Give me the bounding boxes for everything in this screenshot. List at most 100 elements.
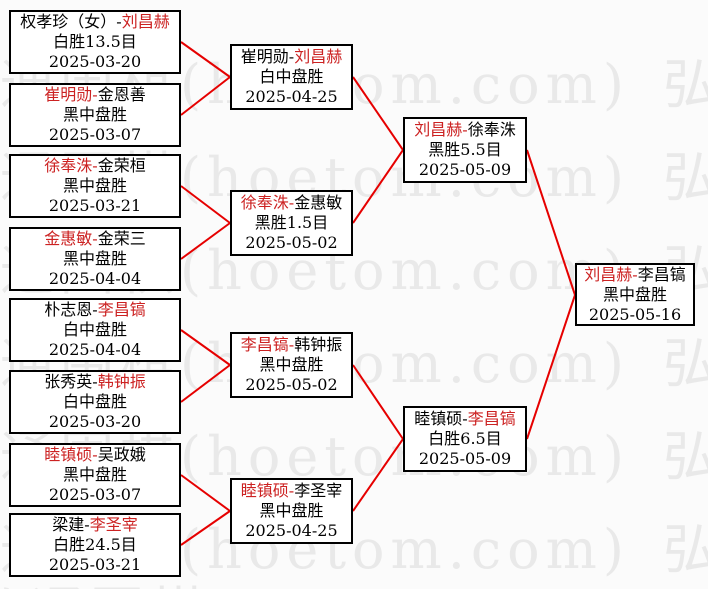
match-result: 黑胜5.5目 [428, 140, 502, 159]
vs-dash: - [92, 156, 98, 175]
connector-line [352, 438, 404, 512]
vs-dash: - [632, 264, 638, 284]
match-players: 刘昌赫-李昌镐 [584, 265, 685, 285]
vs-dash: - [462, 409, 468, 428]
player1-name: 徐奉洙 [240, 193, 289, 212]
match-box-r2-4: 睦镇硕-李圣宰 黑中盘胜 2025-04-25 [230, 478, 353, 544]
match-date: 2025-05-16 [588, 304, 682, 324]
vs-dash: - [92, 229, 98, 248]
player2-name: 李昌镐 [467, 409, 516, 428]
match-date: 2025-04-04 [48, 340, 142, 359]
player1-name: 梁建 [52, 515, 85, 534]
match-result: 黑中盘胜 [259, 501, 324, 520]
match-result: 黑胜1.5目 [254, 213, 329, 232]
match-date: 2025-03-07 [48, 125, 142, 144]
match-players: 睦镇硕-李圣宰 [241, 481, 342, 501]
vs-dash: - [288, 193, 295, 212]
match-result: 黑中盘胜 [259, 355, 324, 374]
player1-name: 张秀英 [44, 372, 93, 391]
connector-line [526, 294, 576, 440]
connector-line [180, 185, 231, 224]
match-box-sf-1: 刘昌赫-徐奉洙 黑胜5.5目 2025-05-09 [403, 117, 527, 183]
player2-name: 李圣宰 [89, 515, 138, 534]
connector-line [180, 222, 231, 260]
player1-name: 睦镇硕 [240, 481, 289, 500]
connector-line [180, 510, 231, 546]
match-box-r2-1: 崔明勋-刘昌赫 白中盘胜 2025-04-25 [230, 44, 353, 110]
match-result: 白胜13.5目 [53, 32, 137, 51]
match-result: 白中盘胜 [62, 392, 127, 411]
player1-name: 睦镇硕 [44, 445, 93, 464]
match-box-r1-8: 梁建-李圣宰 白胜24.5目 2025-03-21 [9, 513, 181, 577]
player2-name: 刘昌赫 [294, 47, 343, 66]
connector-line [180, 329, 231, 366]
connector-line [180, 41, 231, 78]
match-players: 梁建-李圣宰 [52, 515, 137, 535]
match-date: 2025-05-09 [418, 449, 512, 468]
match-players: 朴志恩-李昌镐 [44, 300, 145, 320]
vs-dash: - [288, 481, 295, 500]
vs-dash: - [92, 300, 98, 319]
match-players: 张秀英-韩钟振 [44, 372, 145, 392]
connector-line [526, 149, 576, 296]
match-box-r1-4: 金惠敏-金荣三 黑中盘胜 2025-04-04 [9, 227, 181, 291]
match-box-r2-2: 徐奉洙-金惠敏 黑胜1.5目 2025-05-02 [230, 190, 353, 256]
player1-name: 徐奉洙 [44, 156, 93, 175]
player2-name: 金荣桓 [97, 156, 146, 175]
match-box-r2-3: 李昌镐-韩钟振 黑中盘胜 2025-05-02 [230, 332, 353, 398]
vs-dash: - [92, 445, 98, 464]
match-result: 白胜24.5目 [53, 535, 137, 554]
player2-name: 韩钟振 [294, 335, 343, 354]
player2-name: 刘昌赫 [121, 12, 170, 31]
connector-line [180, 76, 231, 116]
player1-name: 朴志恩 [44, 300, 93, 319]
match-result: 白中盘胜 [259, 67, 324, 86]
player1-name: 金惠敏 [44, 229, 93, 248]
match-box-r1-3: 徐奉洙-金荣桓 黑中盘胜 2025-03-21 [9, 154, 181, 218]
vs-dash: - [92, 85, 98, 104]
match-result: 白中盘胜 [62, 320, 127, 339]
match-date: 2025-04-04 [48, 269, 142, 288]
player2-name: 金恩善 [97, 85, 146, 104]
connector-line [352, 149, 404, 224]
match-date: 2025-04-25 [245, 87, 338, 106]
player1-name: 刘昌赫 [584, 264, 633, 284]
vs-dash: - [84, 515, 90, 534]
match-players: 睦镇硕-吴政娥 [44, 445, 145, 465]
player2-name: 李昌镐 [97, 300, 146, 319]
player2-name: 徐奉洙 [467, 120, 516, 139]
match-box-r1-5: 朴志恩-李昌镐 白中盘胜 2025-04-04 [9, 298, 181, 362]
match-box-r1-1: 权孝珍（女）-刘昌赫 白胜13.5目 2025-03-20 [9, 10, 181, 74]
player2-name: 金惠敏 [294, 193, 343, 212]
player1-name: 权孝珍（女） [20, 12, 117, 31]
match-players: 徐奉洙-金惠敏 [241, 193, 342, 213]
connector-line [180, 474, 231, 512]
match-date: 2025-05-02 [245, 375, 338, 394]
match-date: 2025-05-02 [245, 233, 338, 252]
connector-line [352, 76, 404, 151]
match-players: 权孝珍（女）-刘昌赫 [20, 12, 169, 32]
match-box-r1-6: 张秀英-韩钟振 白中盘胜 2025-03-20 [9, 370, 181, 434]
player2-name: 李圣宰 [294, 481, 343, 500]
vs-dash: - [92, 372, 98, 391]
match-result: 黑中盘胜 [62, 465, 127, 484]
player2-name: 金荣三 [97, 229, 146, 248]
player1-name: 李昌镐 [240, 335, 289, 354]
match-box-r1-7: 睦镇硕-吴政娥 黑中盘胜 2025-03-07 [9, 443, 181, 507]
match-result: 白胜6.5目 [428, 429, 502, 448]
player2-name: 吴政娥 [97, 445, 146, 464]
match-date: 2025-03-21 [48, 555, 142, 574]
player1-name: 睦镇硕 [414, 409, 463, 428]
vs-dash: - [462, 120, 468, 139]
connector-line [180, 364, 231, 403]
match-result: 黑中盘胜 [62, 249, 127, 268]
match-date: 2025-03-20 [48, 52, 142, 71]
match-box-final: 刘昌赫-李昌镐 黑中盘胜 2025-05-16 [575, 263, 695, 326]
match-date: 2025-03-21 [48, 196, 142, 215]
player1-name: 崔明勋 [44, 85, 93, 104]
vs-dash: - [288, 335, 295, 354]
match-date: 2025-03-07 [48, 485, 142, 504]
match-players: 崔明勋-刘昌赫 [241, 47, 342, 67]
